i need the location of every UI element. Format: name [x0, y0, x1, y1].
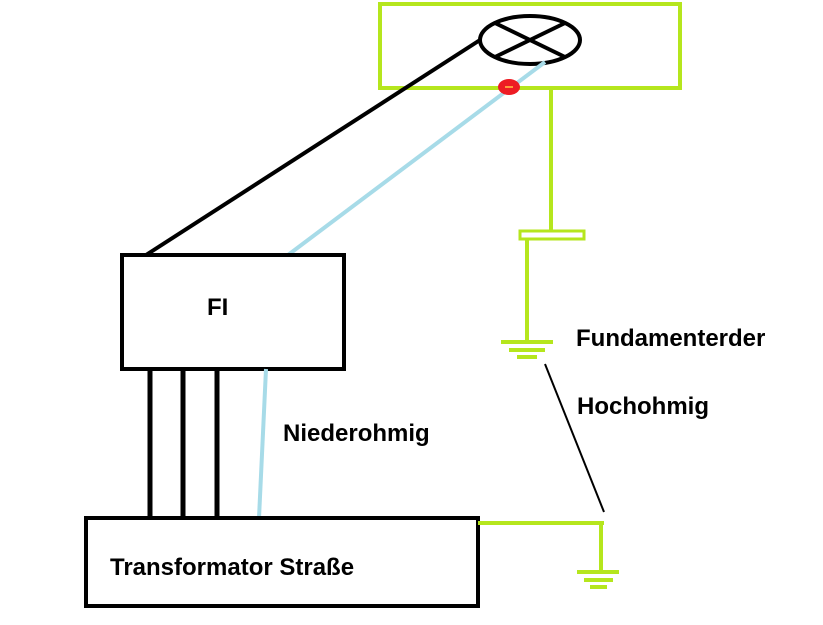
foundation-earth-ground-icon [501, 340, 553, 359]
earth-wire-foundation [518, 88, 586, 342]
foundation-earth-label: Fundamenterder [576, 325, 766, 352]
fi-box [120, 253, 346, 371]
phase-wire-lamp [144, 38, 482, 257]
transformer-ground-icon [577, 570, 619, 589]
transformer-earth-wire [478, 521, 604, 572]
lamp-icon [478, 14, 582, 66]
transformer-label: Transformator Straße [110, 554, 355, 581]
high-resistance-label: Hochohmig [577, 393, 709, 420]
fi-label: FI [207, 294, 229, 321]
soil-resistance-line [544, 363, 605, 513]
transformer-box [84, 516, 480, 608]
neutral-wire-transformer [257, 368, 268, 519]
phase-wires-transformer [147, 369, 220, 518]
neutral-wire-lamp [286, 60, 547, 257]
low-resistance-label: Niederohmig [283, 420, 430, 447]
lamp-enclosure [378, 2, 682, 90]
